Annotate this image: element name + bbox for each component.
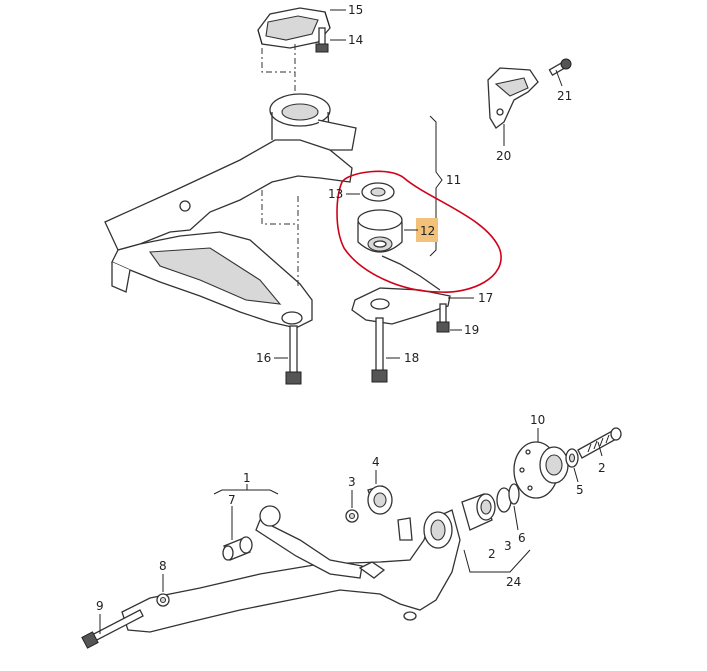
part-20-bracket	[487, 67, 539, 129]
callout-16: 16	[256, 351, 271, 365]
callout-4: 4	[372, 455, 380, 469]
part-17-plate	[351, 255, 451, 325]
subframe	[104, 93, 357, 329]
callout-21: 21	[557, 89, 572, 103]
leader-dash	[261, 190, 299, 286]
part-2-axle-bolt	[577, 427, 622, 459]
callout-24: 24	[506, 575, 521, 589]
callout-10: 10	[530, 413, 545, 427]
part-19-bolt	[436, 303, 450, 333]
part-9-bolt	[81, 609, 144, 649]
part-12-bush	[357, 209, 403, 253]
part-13-washer	[361, 182, 395, 202]
callout-labels: 15 14 21 20 11 13 12 17 19 16 18 10 2 5 …	[96, 3, 606, 613]
part-4-bush	[367, 485, 393, 515]
callout-19: 19	[464, 323, 479, 337]
part-1-control-arm	[121, 505, 461, 633]
part-3-nut	[345, 509, 359, 523]
callout-7: 7	[228, 493, 236, 507]
callout-20: 20	[496, 149, 511, 163]
part-14-bolt	[315, 27, 329, 53]
callout-6: 6	[518, 531, 526, 545]
callout-8: 8	[159, 559, 167, 573]
part-5-washer	[565, 448, 579, 468]
callout-1: 1	[243, 471, 251, 485]
callout-3-bearing: 3	[504, 539, 512, 553]
callout-17: 17	[478, 291, 493, 305]
callout-9: 9	[96, 599, 104, 613]
part-21-bolt	[548, 58, 572, 76]
part-8-nut	[156, 593, 170, 607]
callout-highlight-12	[416, 218, 438, 242]
part-16-bolt	[285, 325, 302, 385]
bracket-11	[429, 115, 443, 257]
leader-dash	[261, 48, 296, 92]
callout-13: 13	[328, 187, 343, 201]
callout-3-nut: 3	[348, 475, 356, 489]
part-18-bolt	[371, 317, 388, 383]
callout-11: 11	[446, 173, 461, 187]
callout-18: 18	[404, 351, 419, 365]
callout-2-bolt: 2	[598, 461, 606, 475]
part-10-wheel-hub	[513, 441, 569, 499]
leader-lines	[99, 9, 603, 634]
part-15-bracket	[257, 7, 331, 49]
callout-14: 14	[348, 33, 363, 47]
callout-5: 5	[576, 483, 584, 497]
part-24-bearing-set	[461, 483, 520, 531]
callout-15: 15	[348, 3, 363, 17]
callout-12: 12	[420, 224, 435, 238]
annotation-circle	[336, 170, 502, 293]
part-7-bush	[222, 536, 253, 561]
callout-2-bearing: 2	[488, 547, 496, 561]
